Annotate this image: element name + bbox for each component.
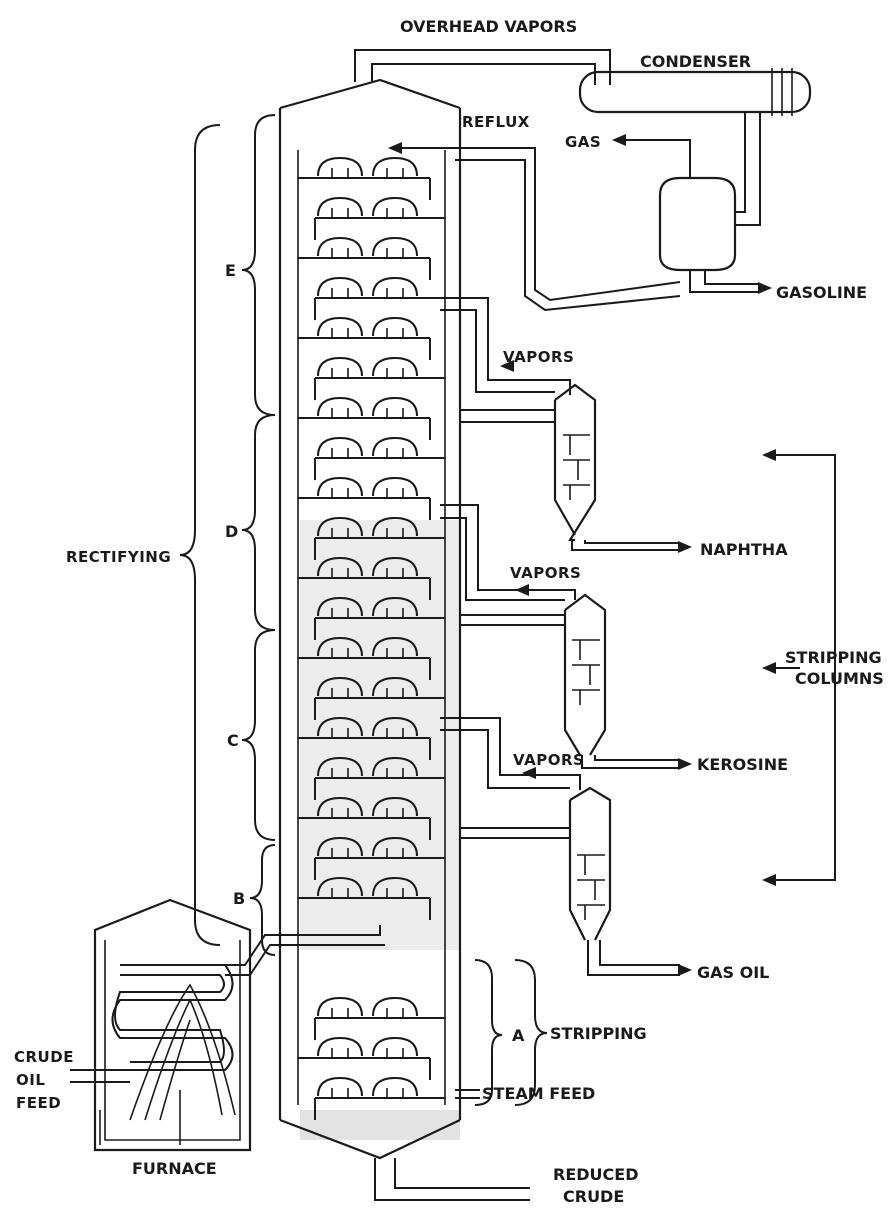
bubble-cap bbox=[373, 198, 417, 216]
section-label-a: A bbox=[512, 1026, 525, 1045]
tray bbox=[298, 478, 430, 520]
tray bbox=[298, 318, 430, 360]
section-label-c: C bbox=[227, 731, 239, 750]
tray bbox=[315, 438, 445, 480]
condenser-shell bbox=[580, 72, 810, 112]
bubble-cap bbox=[318, 1038, 362, 1056]
bubble-cap bbox=[373, 238, 417, 256]
bubble-cap bbox=[318, 238, 362, 256]
label-vapors-3: VAPORS bbox=[513, 751, 584, 769]
label-steam-feed: STEAM FEED bbox=[482, 1084, 595, 1103]
bubble-cap bbox=[318, 158, 362, 176]
label-condenser: CONDENSER bbox=[640, 52, 751, 71]
bubble-cap bbox=[318, 198, 362, 216]
bubble-cap bbox=[318, 318, 362, 336]
section-label-e: E bbox=[225, 261, 236, 280]
bubble-cap bbox=[318, 478, 362, 496]
tray bbox=[315, 998, 445, 1040]
bubble-cap bbox=[318, 998, 362, 1016]
stripping-columns-bracket bbox=[762, 449, 835, 886]
label-stripping-columns-2: COLUMNS bbox=[795, 669, 884, 688]
label-gas-oil: GAS OIL bbox=[697, 963, 769, 982]
label-gasoline: GASOLINE bbox=[776, 283, 867, 302]
bubble-cap bbox=[373, 158, 417, 176]
label-rectifying: RECTIFYING bbox=[66, 548, 171, 566]
label-vapors-1: VAPORS bbox=[503, 348, 574, 366]
label-reflux: REFLUX bbox=[462, 113, 530, 131]
label-crude-1: CRUDE bbox=[14, 1048, 74, 1066]
label-stripping: STRIPPING bbox=[550, 1024, 647, 1043]
tray bbox=[315, 358, 445, 400]
label-reduced-2: CRUDE bbox=[563, 1187, 624, 1206]
label-overhead-vapors: OVERHEAD VAPORS bbox=[400, 17, 577, 36]
receiver-drum bbox=[660, 178, 735, 270]
tray bbox=[298, 238, 430, 280]
overhead-system bbox=[355, 50, 810, 310]
bubble-cap bbox=[373, 358, 417, 376]
label-naphtha: NAPHTHA bbox=[700, 540, 788, 559]
label-vapors-2: VAPORS bbox=[510, 564, 581, 582]
bubble-cap bbox=[373, 438, 417, 456]
section-label-b: B bbox=[233, 889, 245, 908]
bubble-cap bbox=[318, 278, 362, 296]
bubble-cap bbox=[373, 278, 417, 296]
bubble-cap bbox=[318, 358, 362, 376]
label-crude-2: OIL bbox=[16, 1071, 45, 1089]
label-reduced-1: REDUCED bbox=[553, 1165, 638, 1184]
label-crude-3: FEED bbox=[16, 1094, 61, 1112]
tray bbox=[315, 278, 445, 320]
bubble-cap bbox=[373, 398, 417, 416]
section-label-d: D bbox=[225, 522, 238, 541]
tray bbox=[298, 398, 430, 440]
bubble-cap bbox=[373, 998, 417, 1016]
tray bbox=[298, 158, 430, 200]
tray bbox=[315, 198, 445, 240]
bubble-cap bbox=[318, 438, 362, 456]
label-gas: GAS bbox=[565, 133, 601, 151]
bubble-cap bbox=[318, 1078, 362, 1096]
tray bbox=[298, 1038, 430, 1080]
label-furnace: FURNACE bbox=[132, 1159, 217, 1178]
bubble-cap bbox=[373, 1038, 417, 1056]
bubble-cap bbox=[318, 398, 362, 416]
label-kerosine: KEROSINE bbox=[697, 755, 788, 774]
bubble-cap bbox=[373, 478, 417, 496]
bubble-cap bbox=[373, 1078, 417, 1096]
bubble-cap bbox=[373, 318, 417, 336]
label-stripping-columns-1: STRIPPING bbox=[785, 648, 882, 667]
